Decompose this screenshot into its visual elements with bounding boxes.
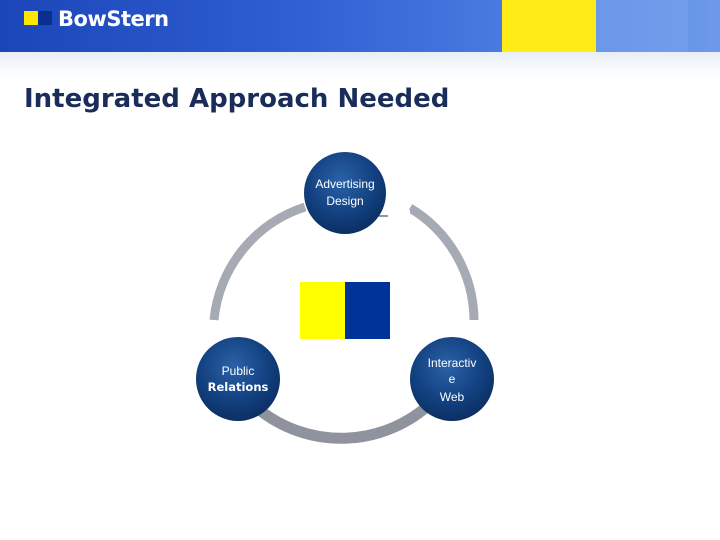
node-interactive-line1: Interactiv [427,356,477,370]
logo-square-yellow [24,11,38,25]
node-public-relations-line2: Relations [207,380,269,394]
node-public-relations-line1: Public [221,364,255,378]
logo-square-blue [38,11,52,25]
node-advertising-line1: Advertising [315,177,375,191]
node-public-relations-label: Public Relations [198,363,278,395]
header-accent-yellow [502,0,596,52]
logo-icon [24,11,52,25]
ring-arc-right [407,204,479,321]
node-interactive-line3: Web [439,390,465,404]
ring-notch [374,210,410,218]
node-interactive [410,337,494,421]
header-shadow [0,52,720,78]
center-square-yellow [300,282,345,339]
header-accent-light [596,0,688,52]
node-interactive-line2: e [448,372,456,386]
node-advertising-label: Advertising Design [305,176,385,210]
node-public-relations [196,337,280,421]
slide-title: Integrated Approach Needed [24,84,450,114]
ring-arc-bottom [253,398,436,444]
node-interactive-label: Interactiv e Web [412,355,492,405]
node-advertising [304,152,386,234]
node-advertising-line2: Design [326,194,364,208]
brand-name: BowStern [58,7,169,31]
ring-arc-left [209,202,307,321]
center-square-blue [345,282,390,339]
